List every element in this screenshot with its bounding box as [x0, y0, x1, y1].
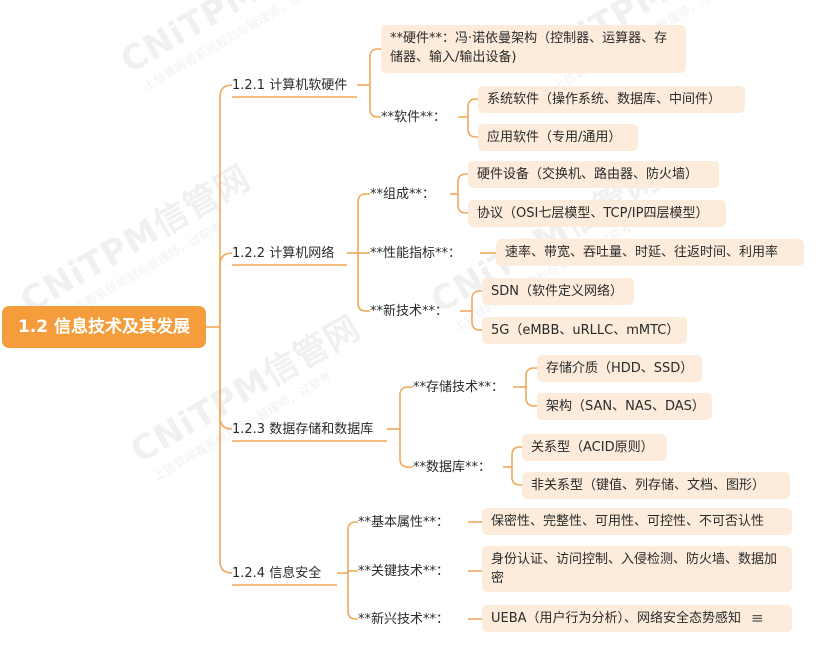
topic-hardware-devices[interactable]: 硬件设备（交换机、路由器、防火墙） — [468, 161, 719, 188]
connector-line — [511, 467, 522, 486]
connector-line — [399, 386, 413, 429]
root-topic[interactable]: 1.2 信息技术及其发展 — [2, 306, 206, 348]
topic-5g[interactable]: 5G（eMBB、uRLLC、mMTC） — [482, 317, 687, 344]
topic-relational-db[interactable]: 关系型（ACID原则） — [522, 434, 667, 461]
topic-application-software[interactable]: 应用软件（专用/通用） — [478, 124, 638, 151]
topic-security-attributes-list[interactable]: 保密性、完整性、可用性、可控性、不可否认性 — [482, 508, 792, 535]
connector-line — [219, 252, 233, 327]
connector-line — [347, 570, 358, 574]
connector-line — [219, 327, 233, 430]
topic-system-software[interactable]: 系统软件（操作系统、数据库、中间件） — [478, 86, 745, 113]
topic-emerging-security-tech[interactable]: **新兴技术**： — [358, 611, 450, 627]
branch-info-security[interactable]: 1.2.4 信息安全 — [232, 565, 322, 581]
connector-line — [511, 446, 522, 467]
note-icon[interactable]: ≡ — [751, 609, 764, 627]
topic-hardware[interactable]: **硬件**：冯·诺依曼架构（控制器、运算器、存储器、输入/输出设备) — [381, 25, 686, 73]
connector-line — [347, 573, 358, 620]
topic-network-composition[interactable]: **组成**： — [370, 186, 436, 202]
connector-line — [219, 327, 233, 574]
connector-line — [399, 429, 413, 468]
connector-line — [471, 290, 482, 311]
topic-emerging-security-tech-list[interactable]: UEBA（用户行为分析）、网络安全态势感知 ≡ — [482, 605, 792, 632]
topic-key-security-tech[interactable]: **关键技术**： — [358, 563, 450, 579]
topic-nosql-db[interactable]: 非关系型（键值、列存储、文档、图形） — [522, 472, 790, 499]
connector-line — [369, 85, 381, 118]
topic-performance-metrics[interactable]: **性能指标**： — [370, 245, 462, 261]
topic-key-security-tech-list[interactable]: 身份认证、访问控制、入侵检测、防火墙、数据加密 — [482, 546, 792, 592]
branch-data-storage-database[interactable]: 1.2.3 数据存储和数据库 — [232, 421, 374, 437]
connector-line — [369, 48, 381, 85]
connector-line — [525, 367, 537, 387]
topic-software[interactable]: **软件**： — [381, 109, 447, 125]
topic-emerging-label: UEBA（用户行为分析）、网络安全态势感知 — [491, 611, 742, 626]
topic-storage-media[interactable]: 存储介质（HDD、SSD） — [537, 355, 702, 382]
topic-storage-architecture[interactable]: 架构（SAN、NAS、DAS） — [537, 393, 712, 420]
connector-line — [525, 387, 537, 407]
connector-line — [347, 521, 358, 573]
topic-sdn[interactable]: SDN（软件定义网络） — [482, 278, 634, 305]
topic-new-network-tech[interactable]: **新技术**： — [370, 303, 449, 319]
connector-line — [219, 84, 233, 327]
connector-line — [357, 193, 370, 253]
branch-computer-network[interactable]: 1.2.2 计算机网络 — [232, 245, 335, 261]
topic-protocols[interactable]: 协议（OSI七层模型、TCP/IP四层模型） — [468, 200, 726, 227]
connector-line — [457, 173, 468, 194]
connector-line — [467, 117, 478, 138]
branch-computer-hw-sw[interactable]: 1.2.1 计算机软硬件 — [232, 77, 348, 93]
topic-security-attributes[interactable]: **基本属性**： — [358, 514, 450, 530]
connector-line — [357, 253, 370, 312]
topic-database[interactable]: **数据库**： — [413, 459, 492, 475]
topic-storage-technology[interactable]: **存储技术**： — [413, 379, 505, 395]
topic-metrics-list[interactable]: 速率、带宽、吞吐量、时延、往返时间、利用率 — [496, 239, 804, 266]
connector-line — [471, 311, 482, 331]
connector-line — [457, 194, 468, 214]
connector-line — [467, 98, 478, 117]
